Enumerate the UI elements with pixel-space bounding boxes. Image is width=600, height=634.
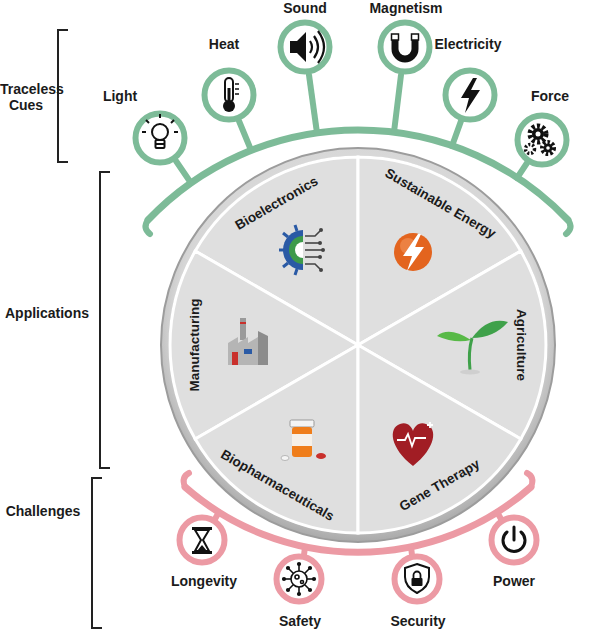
- section-label: Applications: [0, 305, 97, 321]
- magnet-icon: [392, 34, 419, 59]
- disk-face: [169, 156, 547, 534]
- gears-icon: [526, 126, 555, 154]
- arc-hook: [145, 220, 150, 234]
- circle-outline: [446, 71, 495, 120]
- sector-wedge: [170, 251, 358, 439]
- application-sector: Manufacturing: [162, 149, 554, 541]
- circle-outline: [205, 71, 254, 120]
- node-label: Security: [390, 614, 445, 629]
- cue-circle: Heat: [201, 67, 257, 123]
- application-sector: Biopharmaceuticals: [162, 149, 554, 541]
- shield-lock-icon: [405, 564, 429, 593]
- sprout-icon: [437, 321, 508, 375]
- node-label: Gene Therapy: [397, 457, 482, 515]
- node-label: Heat: [209, 37, 239, 52]
- node-label: Biopharmaceuticals: [217, 448, 336, 525]
- cue-circle: Electricity: [442, 67, 498, 123]
- cue-circle: Light: [132, 110, 188, 166]
- node-outline: [176, 514, 228, 566]
- bracket: [100, 172, 110, 468]
- circle-outline: [381, 23, 430, 72]
- node-label: Manufacturing: [188, 299, 203, 392]
- sector-wedge: [358, 157, 521, 345]
- hourglass-icon: [192, 527, 212, 554]
- node-label: Safety: [279, 614, 321, 629]
- section-label: Challenges: [0, 503, 88, 519]
- node-label: Electricity: [435, 37, 502, 52]
- application-sector: Agriculture: [162, 149, 554, 541]
- node-label: Light: [103, 89, 137, 104]
- node-label: Power: [493, 574, 535, 589]
- cue-circle: Force: [514, 112, 570, 168]
- factory-icon: [228, 318, 268, 365]
- bioelectronics-icon: [279, 225, 325, 275]
- node-outline: [132, 110, 188, 166]
- section-label: Traceless Cues: [0, 81, 52, 113]
- bracket: [92, 478, 102, 628]
- node-outline: [162, 149, 554, 541]
- node-label: Sound: [283, 1, 327, 16]
- application-sector: Gene Therapy: [162, 149, 554, 541]
- circle-outline: [136, 114, 185, 163]
- node-label: Bioelectronics: [233, 174, 321, 233]
- node-outline: [391, 553, 443, 605]
- node-label: Force: [531, 89, 569, 104]
- node-outline: [162, 149, 554, 541]
- pill-bottle-icon: [281, 420, 326, 461]
- application-sector: Bioelectronics: [162, 149, 554, 541]
- circle-outline: [180, 518, 225, 563]
- node-outline: [488, 514, 540, 566]
- sector-wedge: [358, 251, 546, 439]
- power-icon: [503, 527, 525, 551]
- bolt-icon: [461, 78, 480, 113]
- cue-circle: Sound: [277, 19, 333, 75]
- thermometer-icon: [223, 78, 239, 112]
- disk-rim: [161, 148, 555, 542]
- node-outline: [162, 149, 554, 541]
- sector-wedge: [195, 345, 358, 533]
- bracket: [58, 30, 68, 162]
- node-outline: [442, 67, 498, 123]
- sector-wedge: [358, 345, 521, 533]
- node-label: Agriculture: [514, 309, 529, 381]
- arc-hook: [527, 473, 532, 487]
- node-outline: [277, 19, 333, 75]
- application-sector: Sustainable Energy: [162, 149, 554, 541]
- node-outline: [162, 149, 554, 541]
- circle-outline: [492, 518, 537, 563]
- challenge-circle: Security: [391, 553, 443, 605]
- heart-icon: [393, 422, 433, 466]
- node-label: Longevity: [171, 574, 237, 589]
- node-outline: [514, 112, 570, 168]
- node-label: Magnetism: [369, 1, 442, 16]
- challenge-circle: Longevity: [176, 514, 228, 566]
- cue-circle: Magnetism: [377, 19, 433, 75]
- challenge-circle: Power: [488, 514, 540, 566]
- circle-outline: [518, 116, 567, 165]
- arc-hook: [184, 473, 189, 487]
- circle-outline: [395, 557, 440, 602]
- node-outline: [162, 149, 554, 541]
- circle-outline: [281, 23, 330, 72]
- circle-outline: [277, 557, 322, 602]
- challenge-circle: Safety: [273, 553, 325, 605]
- speaker-icon: [290, 31, 324, 63]
- arc-hook: [566, 220, 571, 234]
- virus-icon: [283, 563, 316, 596]
- node-outline: [201, 67, 257, 123]
- bulb-icon: [142, 114, 178, 148]
- sector-wedge: [195, 157, 358, 345]
- node-label: Sustainable Energy: [382, 166, 498, 242]
- node-outline: [162, 149, 554, 541]
- energy-icon: [394, 233, 432, 271]
- node-outline: [273, 553, 325, 605]
- node-outline: [377, 19, 433, 75]
